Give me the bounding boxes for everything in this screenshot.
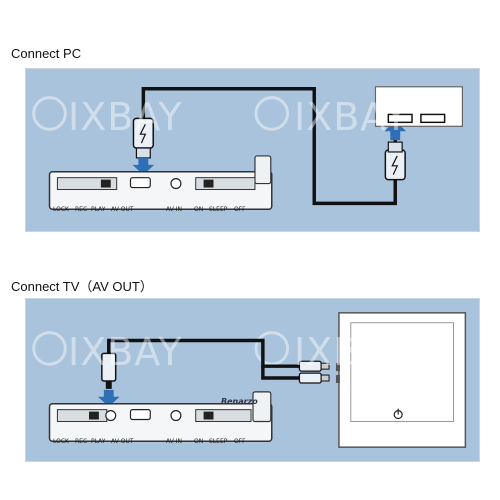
tv-box — [335, 312, 467, 448]
tv-connection-illustration — [32, 312, 467, 448]
connect-tv-heading: Connect TV（AV OUT） — [11, 279, 153, 294]
label-lock: LOCK — [53, 206, 69, 213]
label-on: ON — [194, 438, 204, 445]
watermark-globe-icon — [32, 96, 67, 131]
connect-tv-diagram: IXBAY IXBAY Benarzo LOCK REC PLAY AV OUT… — [25, 298, 480, 462]
label-rec: REC — [75, 438, 88, 445]
label-play: PLAY — [91, 438, 106, 445]
rca-plugs — [298, 360, 330, 384]
watermark-text: IXBAY — [68, 330, 183, 374]
label-on: ON — [194, 206, 204, 213]
label-play: PLAY — [91, 206, 106, 213]
usb-plug-device-end — [132, 117, 154, 159]
pc-usb-port — [420, 113, 446, 124]
av-cable-branch — [261, 366, 300, 380]
av-out-jack — [105, 410, 117, 422]
label-rec: REC — [75, 206, 88, 213]
label-lock: LOCK — [53, 438, 69, 445]
av-in-jack — [170, 410, 182, 422]
pc-box — [374, 86, 464, 127]
label-av-in: AV IN — [166, 206, 182, 213]
label-av-in: AV IN — [166, 438, 182, 445]
connect-pc-heading: Connect PC — [11, 46, 82, 61]
watermark-globe-icon — [32, 331, 67, 366]
watermark-text: IXBAY — [294, 330, 409, 374]
insert-arrow-icon — [97, 389, 120, 407]
label-av-out: AV OUT — [111, 206, 134, 213]
av-jack — [170, 178, 182, 190]
connect-pc-diagram: IXBAY IXBAY LOCK REC PLAY AV OUT AV IN O… — [25, 68, 480, 232]
pc-usb-port — [387, 113, 413, 124]
usb-port — [129, 409, 151, 421]
pc-connection-illustration — [32, 86, 464, 211]
usb-plug-pc-end — [384, 141, 406, 181]
label-off: OFF — [234, 438, 246, 445]
usb-port — [129, 177, 151, 189]
av-plug-device-end — [101, 352, 117, 389]
brand-label: Benarzo — [221, 397, 258, 406]
watermark-globe-icon — [254, 96, 290, 131]
label-sleep: SLEEP — [209, 206, 228, 213]
camera-device — [48, 391, 273, 442]
label-sleep: SLEEP — [209, 438, 228, 445]
label-off: OFF — [234, 206, 246, 213]
watermark-text: IXBAY — [294, 95, 409, 139]
watermark-globe-icon — [254, 331, 290, 366]
label-av-out: AV OUT — [111, 438, 134, 445]
watermark-text: IXBAY — [68, 95, 183, 139]
usb-cable — [141, 87, 397, 206]
insert-arrow-icon — [132, 157, 155, 175]
camera-device — [48, 155, 273, 211]
